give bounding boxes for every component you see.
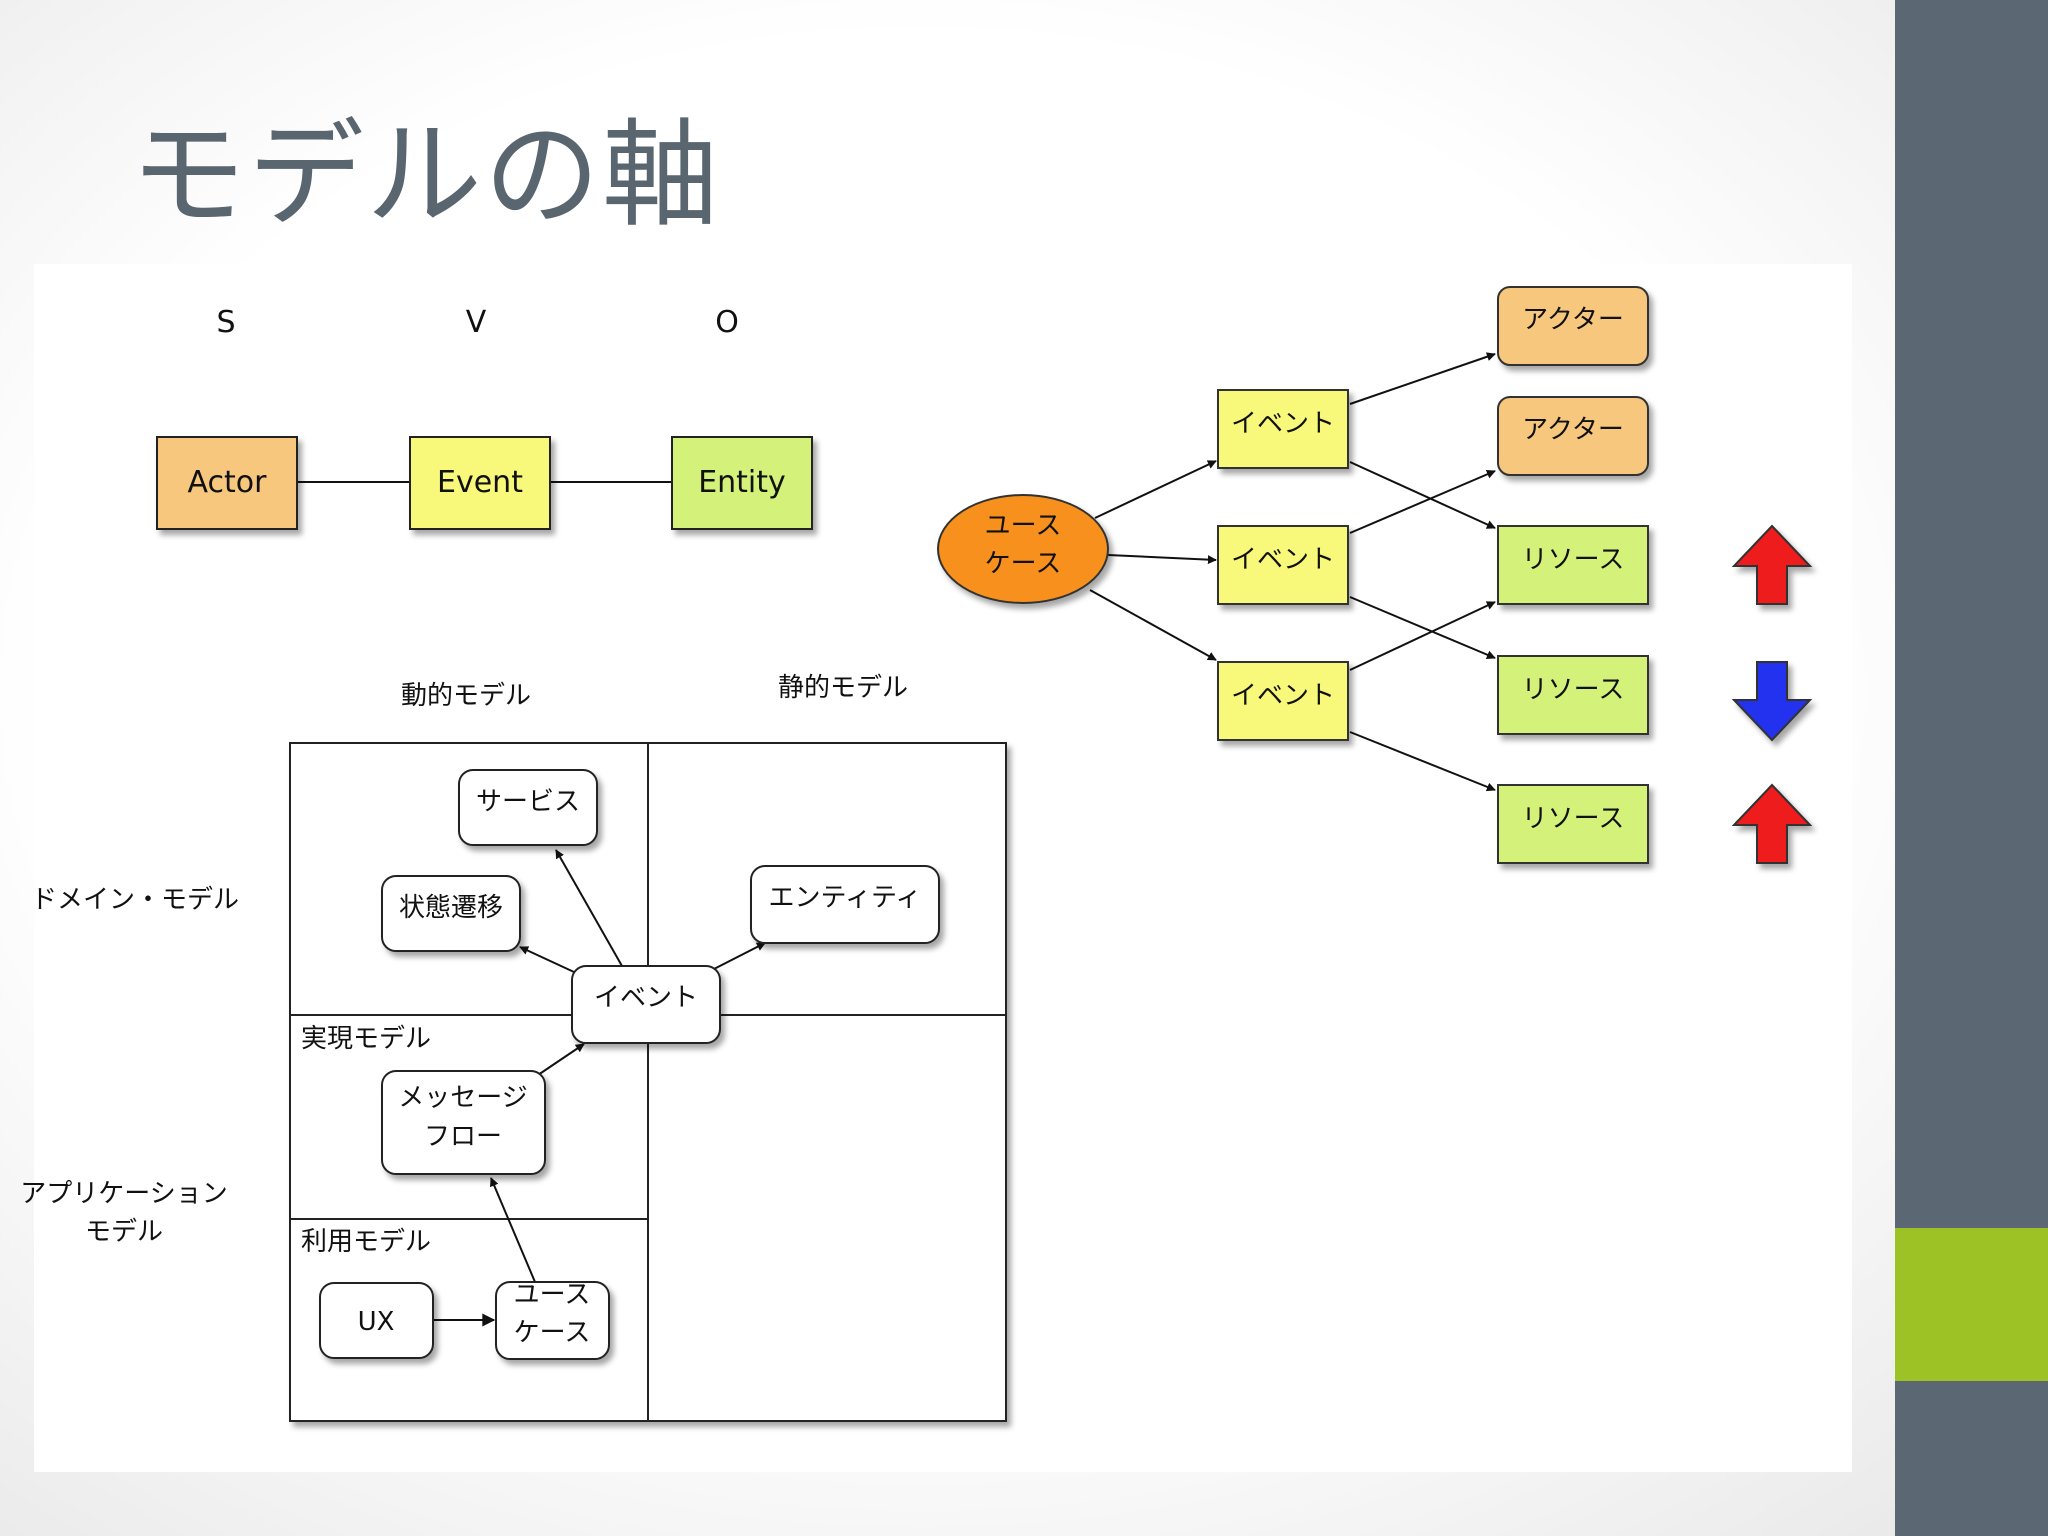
matrix-arrow-event-service — [555, 849, 623, 967]
flow-actor-2-label: アクター — [1522, 415, 1624, 445]
col-header-static: 静的モデル — [778, 673, 908, 703]
flow-arrow-e3-res1 — [1349, 601, 1496, 671]
slide-title: モデルの軸 — [130, 108, 720, 243]
event-box — [409, 436, 551, 530]
svo-letter-s: S — [216, 305, 235, 340]
flow-event-2 — [1217, 525, 1349, 605]
flow-resource-1 — [1497, 525, 1649, 605]
node-use-case — [495, 1281, 610, 1360]
node-use-case-label-2: ケース — [514, 1318, 591, 1348]
row-header-application-2: モデル — [85, 1217, 163, 1247]
actor-label: Actor — [188, 465, 268, 500]
node-use-case-label-1: ユース — [514, 1280, 591, 1310]
matrix-arrow-event-entity — [711, 942, 766, 971]
arrow-down-icon — [1731, 661, 1813, 742]
matrix-arrow-message-event — [537, 1043, 585, 1076]
node-service — [458, 769, 598, 846]
row-header-application-1: アプリケーション — [20, 1179, 227, 1209]
cell-label-usage: 利用モデル — [301, 1227, 431, 1257]
flow-section: ユース ケース イベント イベント イベント アクター アクター リソース リソ… — [937, 286, 1813, 864]
flow-arrow-e2-actor2 — [1349, 470, 1496, 534]
flow-resource-2-label: リソース — [1522, 675, 1625, 705]
use-case-label-1: ユース — [985, 511, 1062, 541]
flow-actor-2 — [1497, 396, 1649, 476]
entity-box — [671, 436, 813, 530]
node-event — [571, 965, 721, 1044]
cell-label-realization: 実現モデル — [301, 1024, 431, 1054]
flow-resource-3 — [1497, 784, 1649, 864]
node-ux-label: UX — [358, 1307, 395, 1337]
svo-section: S V O Actor Event Entity — [156, 305, 813, 530]
sidebar-accent — [1895, 1228, 2048, 1381]
node-state-label: 状態遷移 — [399, 893, 503, 923]
flow-arrow-e2-res2 — [1349, 596, 1496, 660]
flow-actor-1 — [1497, 286, 1649, 366]
actor-box — [156, 436, 298, 530]
arrow-up-icon — [1731, 524, 1813, 605]
arrow-up-icon — [1731, 783, 1813, 864]
flow-resource-1-label: リソース — [1522, 545, 1625, 575]
node-entity — [750, 865, 940, 944]
flow-actor-1-label: アクター — [1522, 305, 1624, 335]
flow-arrow-e3-res3 — [1349, 731, 1496, 792]
node-message-flow — [381, 1070, 546, 1175]
flow-arrow-uc-event-3 — [1089, 589, 1217, 661]
model-matrix: 動的モデル 静的モデル ドメイン・モデル アプリケーション モデル 実現モデル … — [20, 673, 1007, 1422]
entity-label: Entity — [698, 465, 786, 500]
flow-event-1-label: イベント — [1231, 409, 1335, 439]
use-case-label-2: ケース — [985, 549, 1062, 579]
event-label: Event — [437, 465, 523, 500]
node-service-label: サービス — [476, 787, 580, 817]
node-message-label-2: フロー — [424, 1122, 502, 1152]
flow-arrow-e1-res1 — [1349, 461, 1496, 529]
svo-letter-v: V — [466, 305, 487, 340]
row-header-domain: ドメイン・モデル — [31, 885, 239, 915]
flow-arrow-e1-actor1 — [1349, 352, 1496, 405]
flow-event-3-label: イベント — [1231, 681, 1335, 711]
flow-resource-2 — [1497, 655, 1649, 735]
svo-letter-o: O — [715, 305, 739, 340]
node-message-label-1: メッセージ — [398, 1083, 527, 1113]
col-header-dynamic: 動的モデル — [401, 681, 531, 711]
node-entity-label: エンティティ — [769, 883, 922, 913]
flow-arrow-uc-event-2 — [1107, 554, 1217, 565]
flow-event-2-label: イベント — [1231, 545, 1335, 575]
flow-event-1 — [1217, 389, 1349, 469]
flow-arrow-uc-event-1 — [1094, 460, 1217, 519]
use-case-node — [937, 494, 1109, 604]
matrix-arrow-usecase-message — [490, 1177, 536, 1283]
node-event-label: イベント — [594, 983, 698, 1013]
node-state-transition — [381, 875, 521, 952]
matrix-arrow-event-state — [519, 946, 575, 973]
flow-event-3 — [1217, 661, 1349, 741]
node-ux — [319, 1282, 434, 1359]
flow-resource-3-label: リソース — [1522, 804, 1625, 834]
